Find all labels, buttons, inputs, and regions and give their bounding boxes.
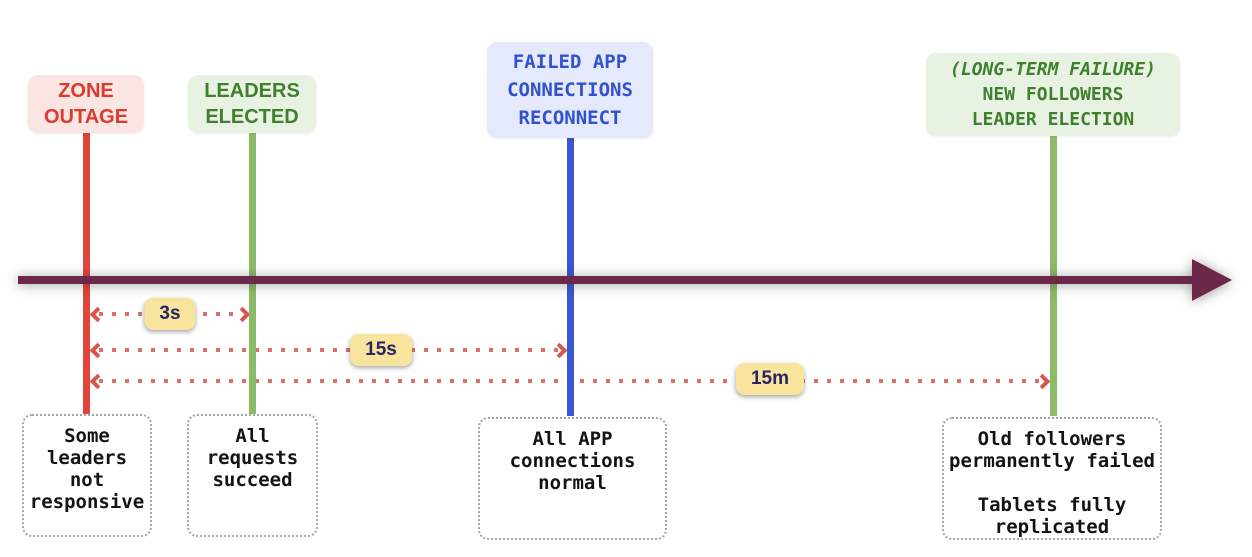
note-text: All APP — [532, 428, 613, 450]
event-label-new-followers-election: (LONG-TERM FAILURE) NEW FOLLOWERS LEADER… — [926, 53, 1180, 136]
event-label-text: ELECTED — [205, 106, 299, 128]
event-label-text: RECONNECT — [518, 107, 622, 129]
note-text: connections — [509, 450, 636, 472]
note-text: replicated — [994, 516, 1110, 538]
dotted-line — [99, 348, 558, 352]
arrowhead-right-icon — [1034, 373, 1051, 389]
event-label-text: LEADER ELECTION — [971, 109, 1135, 130]
arrowhead-left-icon — [89, 306, 106, 322]
timeline-arrowhead-icon — [1192, 259, 1232, 301]
event-label-text: OUTAGE — [43, 106, 129, 128]
note-zone-outage: Some leaders not responsive — [22, 414, 152, 537]
duration-badge-3s: 3s — [144, 298, 196, 330]
note-text: normal — [538, 472, 607, 494]
arrowhead-left-icon — [89, 373, 106, 389]
note-failed-app-reconnect: All APP connections normal — [478, 417, 667, 540]
duration-badge-15s: 15s — [350, 334, 412, 366]
note-text: Old followers — [977, 428, 1127, 450]
note-new-followers-election: Old followers permanently failed Tablets… — [942, 417, 1162, 540]
note-text: succeed — [212, 469, 293, 491]
event-label-text: (LONG-TERM FAILURE) — [950, 59, 1156, 80]
event-label-text: CONNECTIONS — [507, 79, 633, 101]
arrowhead-left-icon — [89, 342, 106, 358]
event-label-text: LEADERS — [204, 80, 300, 102]
event-line-new-followers-election — [1049, 120, 1057, 416]
timeline-axis-line — [18, 276, 1194, 284]
event-line-leaders-elected — [248, 120, 256, 416]
duration-arrow-15s — [89, 342, 568, 358]
event-label-text: NEW FOLLOWERS — [982, 84, 1124, 105]
note-text: Some — [64, 425, 110, 447]
note-text — [944, 472, 1160, 494]
event-label-leaders-elected: LEADERS ELECTED — [188, 75, 316, 133]
event-line-failed-app-reconnect — [566, 120, 574, 416]
note-text: permanently failed — [949, 450, 1155, 472]
duration-badge-15m: 15m — [735, 363, 805, 395]
note-text: requests — [206, 447, 299, 469]
event-label-failed-app-reconnect: FAILED APP CONNECTIONS RECONNECT — [487, 42, 653, 138]
event-line-zone-outage — [82, 120, 90, 416]
event-label-zone-outage: ZONE OUTAGE — [27, 75, 145, 133]
note-text: responsive — [29, 491, 145, 513]
note-text: leaders — [46, 447, 128, 469]
note-leaders-elected: All requests succeed — [187, 414, 318, 537]
event-label-text: ZONE — [58, 80, 114, 102]
note-text: Tablets fully — [977, 494, 1127, 516]
note-text: not — [69, 469, 105, 491]
event-label-text: FAILED APP — [512, 51, 628, 73]
note-text: All — [235, 425, 270, 447]
arrowhead-right-icon — [551, 342, 568, 358]
